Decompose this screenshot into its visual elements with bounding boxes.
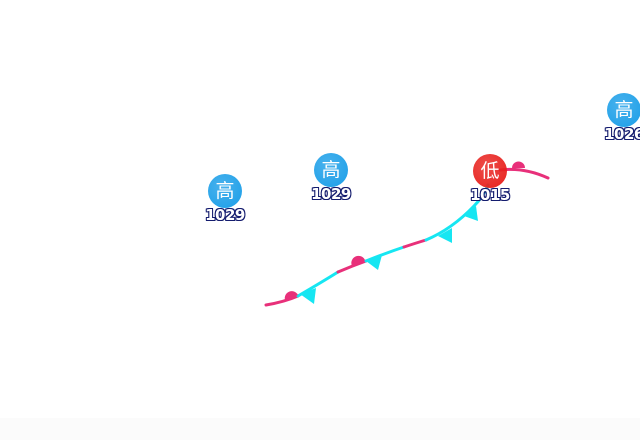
cold-front-triangle-icon — [464, 206, 478, 221]
front-segment-cold — [296, 270, 340, 298]
low-pressure-icon: 低 — [473, 154, 507, 188]
cold-front-triangle-icon — [300, 288, 316, 304]
cold-front-triangle-icon — [366, 255, 382, 270]
front-segment-warm — [402, 238, 428, 249]
high-pressure-center[interactable]: 高 1026 — [594, 93, 640, 143]
high-pressure-icon: 高 — [208, 174, 242, 208]
warm-front-semicircle-icon — [512, 161, 525, 168]
high-pressure-center[interactable]: 高 1029 — [195, 174, 255, 224]
front-segment-warm — [336, 259, 368, 274]
high-pressure-icon: 高 — [607, 93, 640, 127]
pressure-value: 1029 — [205, 206, 245, 224]
pressure-value: 1015 — [470, 186, 510, 204]
warm-front-semicircle-icon — [351, 255, 365, 266]
cold-front-triangle-icon — [438, 228, 452, 243]
high-pressure-center[interactable]: 高 1029 — [301, 153, 361, 203]
pressure-value: 1026 — [604, 125, 640, 143]
low-pressure-center[interactable]: 低 1015 — [460, 154, 520, 204]
high-pressure-icon: 高 — [314, 153, 348, 187]
warm-front-semicircle-icon — [284, 291, 298, 300]
pressure-value: 1029 — [311, 185, 351, 203]
map-bottom-edge — [0, 418, 640, 440]
front-segment-cold — [364, 245, 406, 263]
front-segment-cold — [424, 183, 490, 242]
front-segment-warm — [264, 294, 300, 307]
